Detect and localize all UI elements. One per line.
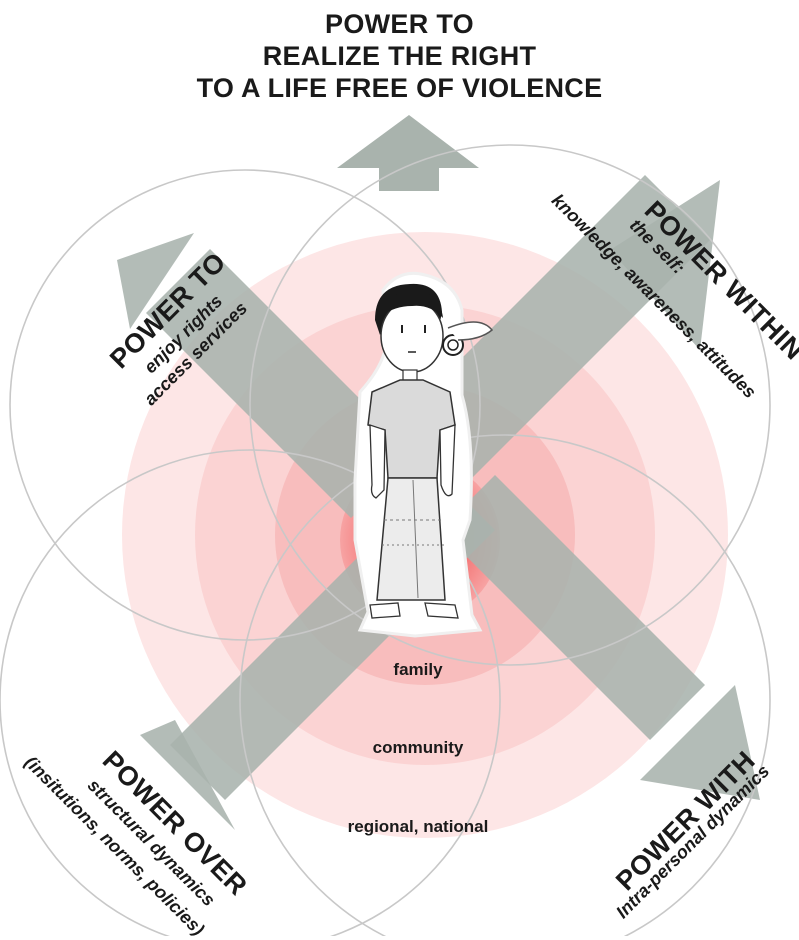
up-arrow	[337, 115, 479, 191]
arrow-power-with-head	[640, 685, 760, 800]
level-family: family	[393, 660, 443, 679]
arrow-power-to-head	[117, 233, 194, 329]
circle-bottom-left	[0, 449, 501, 936]
circle-bottom-right	[239, 434, 771, 936]
arrow-power-within-head	[610, 180, 720, 350]
diagram-title-line1: POWER TO	[325, 9, 474, 39]
girl-illustration	[353, 271, 494, 638]
diagram-title-line2: REALIZE THE RIGHT	[262, 41, 537, 71]
level-regional-national: regional, national	[347, 817, 489, 836]
arrow-power-over-head	[140, 720, 235, 830]
level-community: community	[372, 738, 464, 757]
arrow-power-with	[440, 475, 705, 740]
diagram-title-line3: TO A LIFE FREE OF VIOLENCE	[196, 73, 603, 103]
arrow-power-to	[146, 249, 415, 518]
power-circles	[0, 144, 771, 936]
circle-top-right	[249, 144, 771, 666]
circle-top-left	[9, 169, 481, 641]
